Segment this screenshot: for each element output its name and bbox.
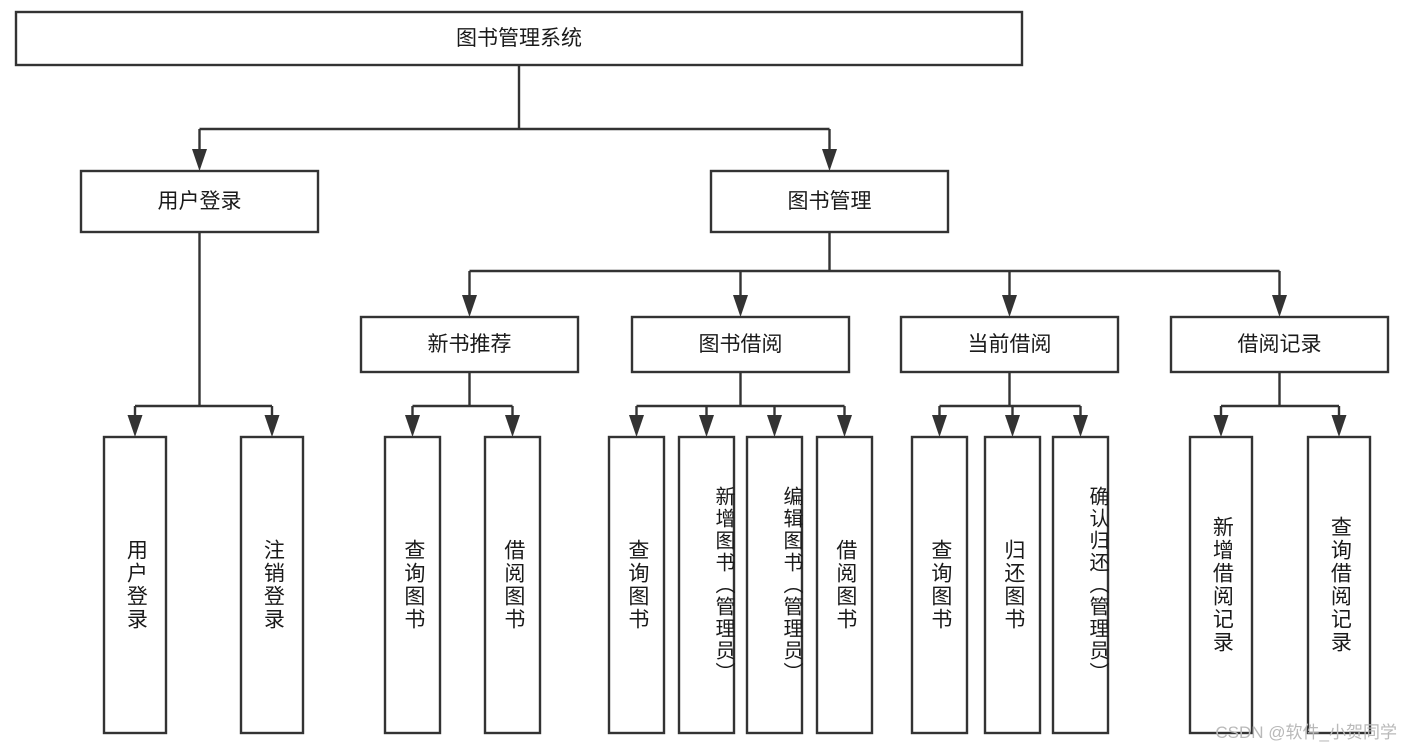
connector-arrowhead bbox=[1272, 295, 1287, 317]
connector-arrowhead bbox=[405, 415, 420, 437]
node-label-current_borrow: 当前借阅 bbox=[968, 333, 1052, 356]
connector-arrowhead bbox=[629, 415, 644, 437]
connector-arrowhead bbox=[1213, 415, 1229, 437]
node-box-layer bbox=[14, 10, 1390, 735]
node-box-leaf_borrow_book_2[interactable] bbox=[815, 435, 874, 735]
connector-arrowhead bbox=[192, 149, 207, 171]
node-box-leaf_query_record[interactable] bbox=[1306, 435, 1372, 735]
connector-arrowhead bbox=[127, 415, 143, 437]
connector-arrowhead bbox=[1073, 415, 1088, 437]
csdn-watermark: CSDN @软件_小贺同学 bbox=[1215, 723, 1397, 742]
connector-arrowhead bbox=[822, 149, 837, 171]
node-label-book_manage: 图书管理 bbox=[788, 190, 872, 213]
node-label-book_borrow: 图书借阅 bbox=[699, 333, 783, 356]
node-box-leaf_borrow_book_1[interactable] bbox=[483, 435, 542, 735]
connector-arrowhead bbox=[932, 415, 947, 437]
node-box-book_borrow[interactable] bbox=[630, 315, 851, 374]
node-box-root[interactable] bbox=[14, 10, 1024, 67]
node-box-current_borrow[interactable] bbox=[899, 315, 1120, 374]
node-label-new_book_rec: 新书推荐 bbox=[428, 333, 512, 356]
connector-arrowhead bbox=[767, 415, 782, 437]
connector-arrowhead bbox=[462, 295, 477, 317]
node-label-borrow_record: 借阅记录 bbox=[1238, 333, 1322, 356]
node-label-root: 图书管理系统 bbox=[456, 27, 582, 50]
node-box-book_manage[interactable] bbox=[709, 169, 950, 234]
node-box-leaf_logout[interactable] bbox=[239, 435, 305, 735]
connector-arrowhead bbox=[505, 415, 520, 437]
node-label-user_login: 用户登录 bbox=[158, 190, 242, 213]
connector-arrowhead bbox=[699, 415, 714, 437]
connector-arrowhead bbox=[1331, 415, 1347, 437]
node-box-user_login[interactable] bbox=[79, 169, 320, 234]
node-box-leaf_add_book[interactable] bbox=[677, 435, 736, 735]
node-box-new_book_rec[interactable] bbox=[359, 315, 580, 374]
node-box-leaf_query_book_2[interactable] bbox=[607, 435, 666, 735]
node-box-leaf_confirm_return[interactable] bbox=[1051, 435, 1110, 735]
connector-arrowhead bbox=[733, 295, 748, 317]
node-box-leaf_query_book_1[interactable] bbox=[383, 435, 442, 735]
node-box-leaf_query_book_3[interactable] bbox=[910, 435, 969, 735]
connector-layer bbox=[127, 65, 1347, 437]
connector-arrowhead bbox=[1002, 295, 1017, 317]
node-box-borrow_record[interactable] bbox=[1169, 315, 1390, 374]
connector-arrowhead bbox=[837, 415, 852, 437]
node-box-leaf_return_book[interactable] bbox=[983, 435, 1042, 735]
node-box-leaf_add_record[interactable] bbox=[1188, 435, 1254, 735]
connector-arrowhead bbox=[264, 415, 280, 437]
connector-arrowhead bbox=[1005, 415, 1020, 437]
node-box-leaf_edit_book[interactable] bbox=[745, 435, 804, 735]
node-box-leaf_login[interactable] bbox=[102, 435, 168, 735]
